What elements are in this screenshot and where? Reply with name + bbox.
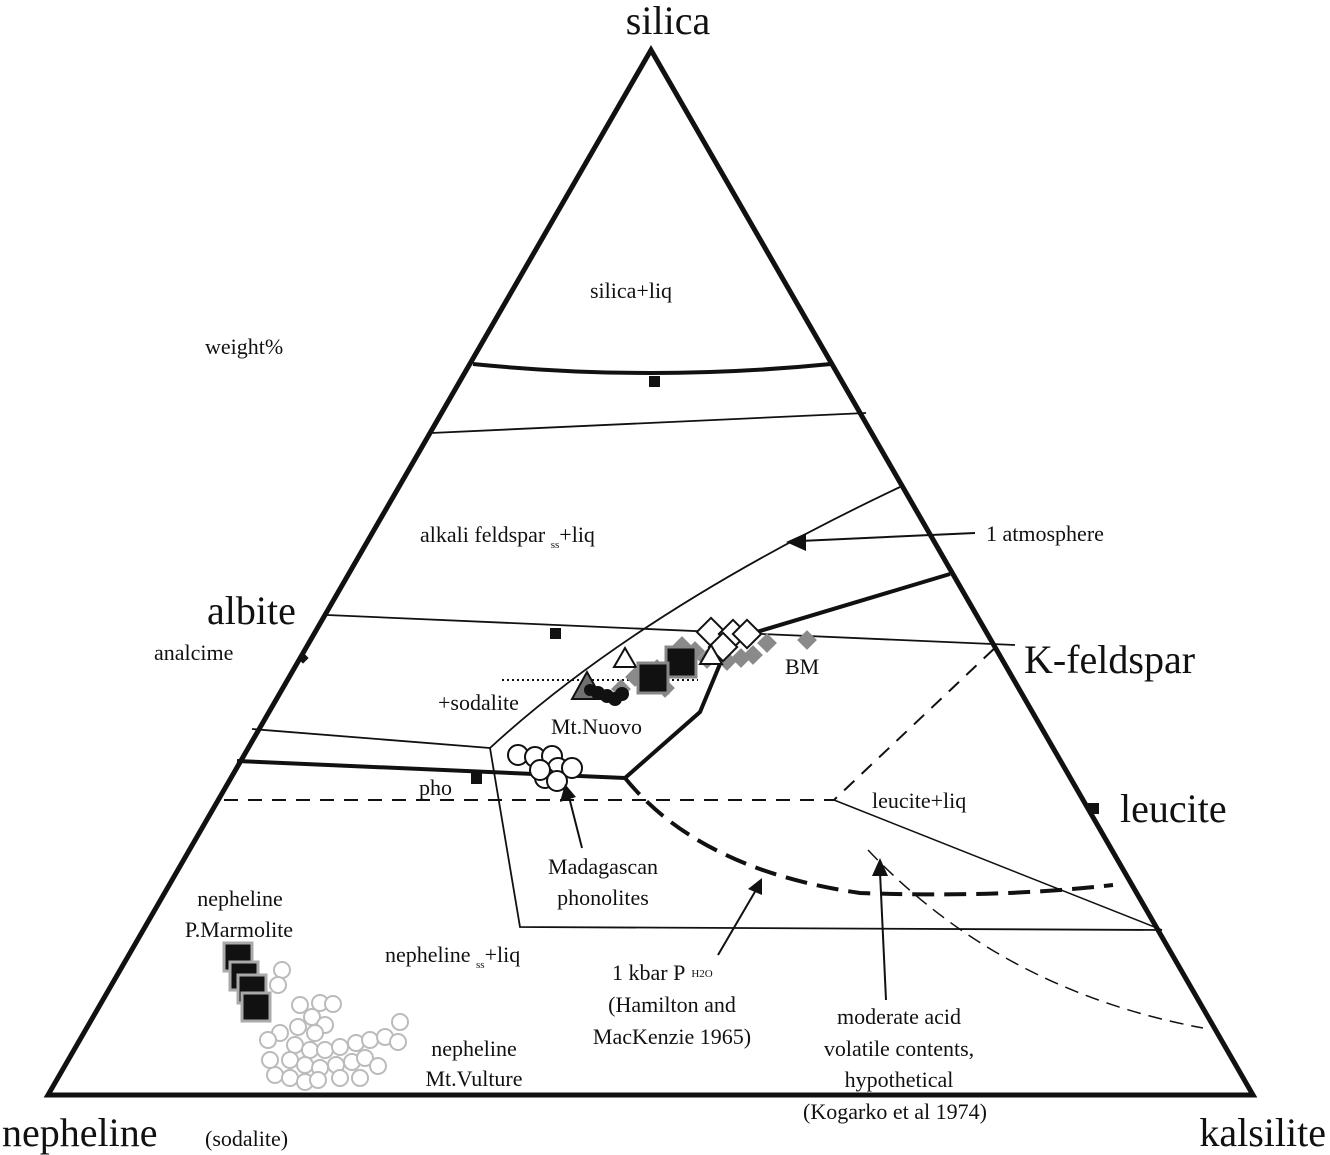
label-k-feldspar: K-feldspar bbox=[1024, 637, 1195, 682]
annotation-arrows bbox=[560, 532, 976, 1001]
ternary-triangle bbox=[43, 44, 1258, 1098]
kogarko-arrow bbox=[879, 871, 887, 1001]
label-phonolites: phonolites bbox=[557, 885, 649, 910]
field-leucite-liq: leucite+liq bbox=[872, 788, 966, 813]
one-atm-arrow bbox=[799, 532, 976, 542]
pho-marker bbox=[471, 773, 482, 784]
mt-nuovo-dots bbox=[584, 684, 629, 706]
label-albite: albite bbox=[207, 588, 296, 633]
annotation-hamilton-2: MacKenzie 1965) bbox=[593, 1024, 751, 1049]
annotation-kogarko-1: moderate acid bbox=[837, 1004, 961, 1029]
field-alkali-feldspar: alkali feldspar ss+liq bbox=[420, 522, 595, 551]
cotectic-thick-right bbox=[623, 572, 951, 780]
madagascan-circles bbox=[507, 744, 583, 792]
corner-label-nepheline: nepheline bbox=[2, 1110, 158, 1155]
leucite-marker bbox=[1088, 803, 1099, 814]
composition-markers bbox=[297, 376, 1099, 814]
albite-kfeldspar-join bbox=[326, 614, 1016, 646]
label-bm: BM bbox=[785, 654, 819, 679]
corner-label-sodalite: (sodalite) bbox=[205, 1126, 288, 1151]
silica-field-boundary bbox=[472, 362, 832, 375]
label-madagascan: Madagascan bbox=[548, 854, 658, 879]
one-atm-boundary bbox=[489, 486, 1163, 931]
mt-nuovo-squares bbox=[636, 645, 698, 695]
marmolite-squares bbox=[222, 941, 272, 1023]
analcime-line bbox=[251, 728, 491, 749]
label-analcime: analcime bbox=[154, 640, 233, 665]
field-sodalite: +sodalite bbox=[438, 690, 519, 715]
label-vulture-1: nepheline bbox=[431, 1036, 517, 1061]
annotation-1-atmosphere: 1 atmosphere bbox=[986, 521, 1104, 546]
annotation-hamilton-1: (Hamilton and bbox=[608, 992, 736, 1017]
albite-join-marker bbox=[550, 628, 561, 639]
leucite-thin-boundary bbox=[833, 799, 1163, 931]
label-mt-nuovo: Mt.Nuovo bbox=[551, 714, 642, 739]
corner-label-silica: silica bbox=[626, 0, 711, 43]
phase-boundaries bbox=[224, 362, 1204, 1029]
field-silica-liq: silica+liq bbox=[590, 278, 672, 303]
silica-liq-marker bbox=[649, 376, 660, 387]
label-weight-percent: weight% bbox=[205, 334, 283, 359]
label-pho: pho bbox=[419, 775, 452, 800]
vulture-circles bbox=[259, 961, 409, 1091]
annotation-kogarko-2: volatile contents, bbox=[824, 1036, 974, 1061]
field-nepheline-liq: nepheline ss+liq bbox=[385, 942, 520, 971]
madagascan-arrow bbox=[567, 792, 583, 849]
annotation-kogarko-4: (Kogarko et al 1974) bbox=[803, 1099, 987, 1124]
feldspar-isotherm-upper bbox=[430, 412, 867, 434]
annotation-kogarko-3: hypothetical bbox=[845, 1067, 954, 1092]
kogarko-dashed bbox=[867, 849, 1204, 1029]
label-vulture-2: Mt.Vulture bbox=[425, 1066, 522, 1091]
corner-label-kalsilite: kalsilite bbox=[1199, 1110, 1326, 1155]
label-marmolite-1: nepheline bbox=[197, 886, 283, 911]
label-marmolite-2: P.Marmolite bbox=[185, 917, 293, 942]
label-leucite: leucite bbox=[1120, 786, 1227, 831]
analcime-marker bbox=[297, 652, 309, 664]
kbar-dashed-thick bbox=[623, 776, 1114, 897]
kbar-arrow bbox=[717, 889, 757, 956]
